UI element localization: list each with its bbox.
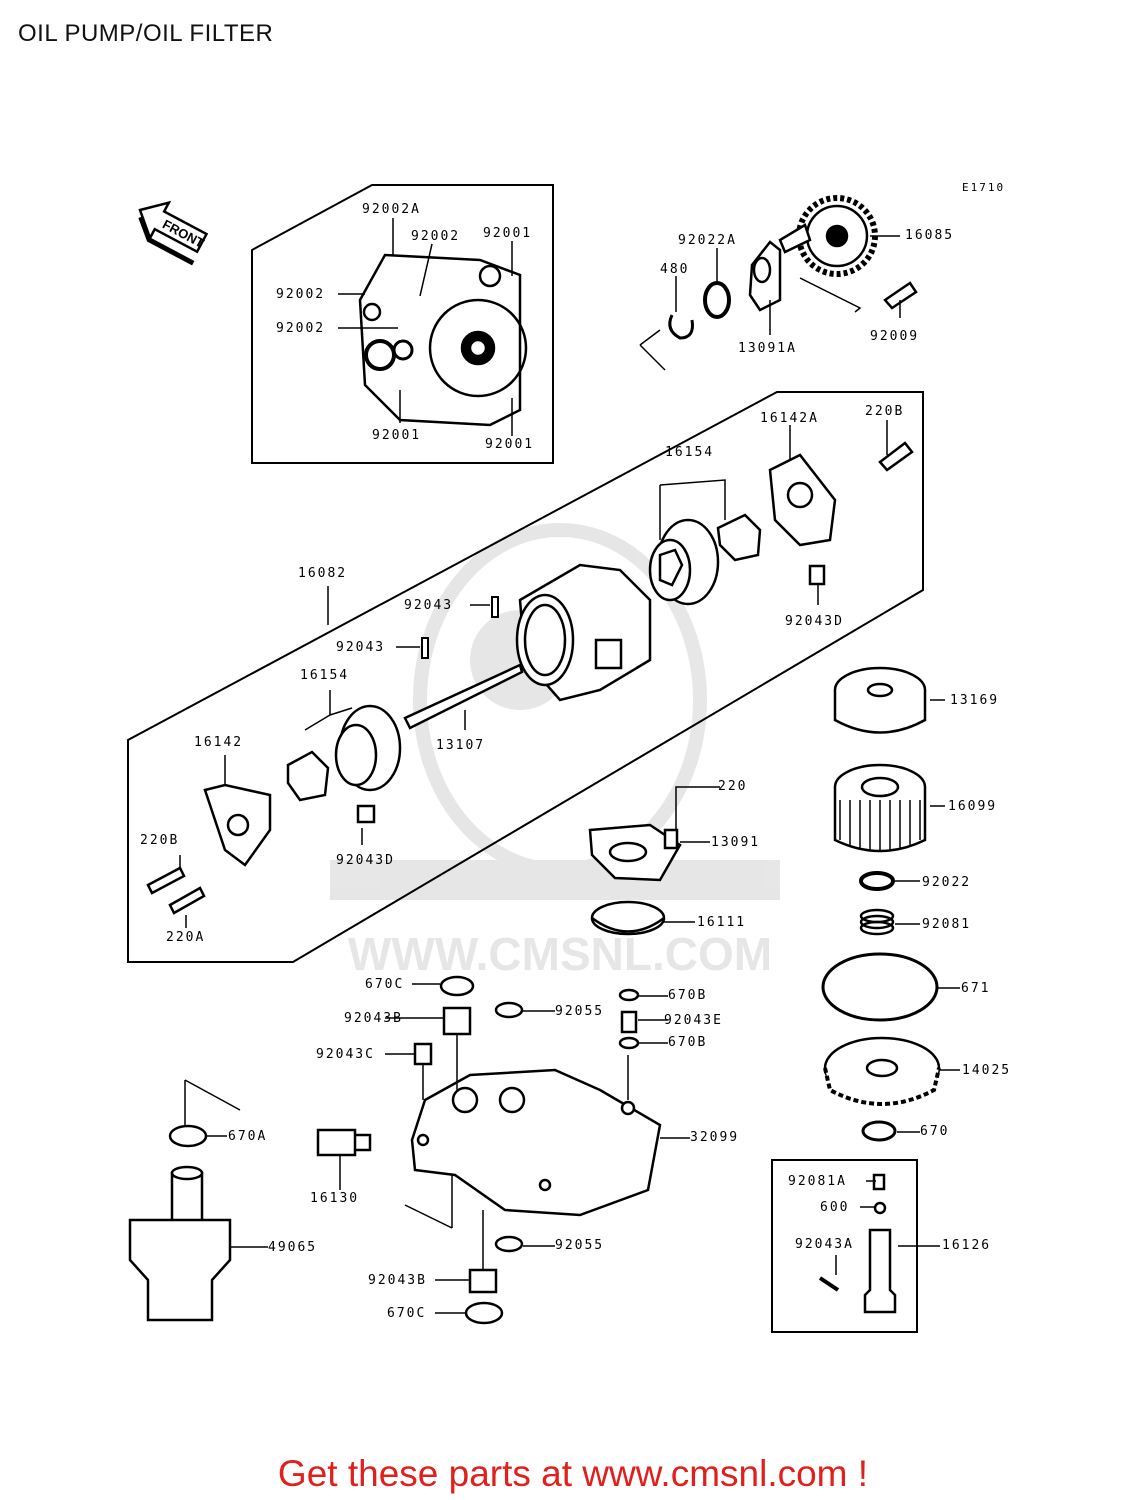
part-label-16085: 16085: [905, 228, 955, 243]
part-label-671: 671: [961, 981, 991, 996]
part-label-16142A: 16142A: [760, 411, 819, 426]
pin-92043D-left-part: [356, 804, 376, 824]
part-label-16142: 16142: [194, 735, 244, 750]
part-label-13091: 13091: [711, 835, 761, 850]
rotor-inner-part: [716, 513, 762, 562]
part-label-670A: 670A: [228, 1129, 268, 1144]
bolt-220A-part: [168, 886, 206, 915]
part-label-49065: 49065: [268, 1240, 318, 1255]
part-label-92002A: 92002A: [362, 202, 421, 217]
bolt-220-part: [663, 828, 679, 850]
washer-92022A-part: [703, 281, 731, 319]
part-label-92043-b: 92043: [336, 640, 386, 655]
bolt-220B-left-part: [146, 866, 186, 895]
page-title: OIL PUMP/OIL FILTER: [18, 20, 274, 47]
part-label-220A: 220A: [166, 930, 206, 945]
part-label-670C-bottom: 670C: [387, 1306, 427, 1321]
pin-92043-b-part: [421, 637, 429, 659]
part-label-13091A: 13091A: [738, 341, 797, 356]
rotor-outer-left-part: [334, 704, 402, 792]
part-label-480: 480: [660, 262, 690, 277]
shaft-13107-part: [403, 663, 524, 730]
pump-assembly-frame: [127, 391, 924, 963]
part-label-670B-bottom: 670B: [668, 1035, 708, 1050]
part-label-92002-c: 92002: [276, 321, 326, 336]
fitting-16130-part: [316, 1128, 372, 1157]
small-collars: [413, 1001, 638, 1294]
part-label-16154-left: 16154: [300, 668, 350, 683]
o-ring-670-part: [861, 1120, 897, 1142]
pin-92043D-top-part: [808, 564, 826, 586]
rotor-outer-part: [648, 518, 720, 606]
filter-cover-14025-part: [823, 1036, 941, 1106]
gear-shaft-holder-part: [748, 240, 782, 312]
part-label-670: 670: [920, 1124, 950, 1139]
gasket-13091-part: [588, 823, 682, 882]
pin-92043-a-part: [491, 596, 499, 618]
watermark-text: WWW.CMSNL.COM: [348, 928, 772, 980]
circlip-480-part: [668, 314, 694, 340]
part-label-92009: 92009: [870, 329, 920, 344]
part-label-92002-b: 92002: [276, 287, 326, 302]
part-label-16099: 16099: [948, 799, 998, 814]
part-label-92001-b: 92001: [372, 428, 422, 443]
part-label-92022A: 92022A: [678, 233, 737, 248]
part-label-92043D-left: 92043D: [336, 853, 395, 868]
part-label-92081: 92081: [922, 917, 972, 932]
part-label-13169: 13169: [950, 693, 1000, 708]
part-label-92043B-top: 92043B: [344, 1011, 403, 1026]
part-label-92002-a: 92002: [411, 229, 461, 244]
part-label-600: 600: [820, 1200, 850, 1215]
cover-inset-frame: [251, 184, 554, 464]
pump-body-part: [515, 563, 652, 702]
washer-92022-part: [859, 871, 895, 891]
spring-92081-part: [859, 908, 895, 936]
rotor-inner-left-part: [286, 750, 330, 802]
part-label-92043D-top: 92043D: [785, 614, 844, 629]
part-label-16130: 16130: [310, 1191, 360, 1206]
part-label-92043B-bottom: 92043B: [368, 1273, 427, 1288]
filter-cap-13169-part: [833, 666, 927, 734]
part-label-16111: 16111: [697, 915, 747, 930]
part-label-220B-left: 220B: [140, 833, 180, 848]
part-label-92022: 92022: [922, 875, 972, 890]
part-label-220: 220: [718, 779, 748, 794]
oil-pan-32099-part: [410, 1068, 662, 1217]
diagram-code: E1710: [962, 181, 1006, 194]
part-label-32099: 32099: [690, 1130, 740, 1145]
screw-92009-part: [883, 281, 918, 310]
part-label-92001-a: 92001: [483, 226, 533, 241]
leader-lines: [179, 218, 960, 1314]
o-ring-671-part: [821, 952, 939, 1022]
part-label-670C-top: 670C: [365, 977, 405, 992]
part-label-92043-a: 92043: [404, 598, 454, 613]
part-label-92055-top: 92055: [555, 1004, 605, 1019]
part-label-92055-bottom: 92055: [555, 1238, 605, 1253]
part-label-14025: 14025: [962, 1063, 1012, 1078]
oil-pump-gear-part: [778, 195, 878, 277]
part-label-16154-top: 16154: [665, 445, 715, 460]
pump-cover-16142A-part: [768, 453, 837, 547]
part-label-92043C: 92043C: [316, 1047, 375, 1062]
footer-promo-link[interactable]: Get these parts at www.cmsnl.com !: [277, 1453, 869, 1494]
part-label-13107: 13107: [436, 738, 486, 753]
part-label-92043A: 92043A: [795, 1237, 854, 1252]
part-label-92081A: 92081A: [788, 1174, 847, 1189]
oil-strainer-49065-part: [128, 1165, 232, 1322]
part-label-92001-c: 92001: [485, 437, 535, 452]
strainer-16111-part: [590, 900, 666, 936]
pump-cover-16142-part: [203, 783, 272, 867]
part-label-92043E: 92043E: [664, 1013, 723, 1028]
bolt-220B-top-part: [878, 441, 914, 472]
oil-filter-16099-part: [833, 763, 927, 853]
part-label-16082: 16082: [298, 566, 348, 581]
front-arrow-icon: FRONT: [138, 200, 209, 266]
relief-valve-16126-part: [818, 1173, 897, 1314]
pump-cover-part: [358, 253, 528, 427]
part-label-220B-top: 220B: [865, 404, 905, 419]
part-label-670B-top: 670B: [668, 988, 708, 1003]
part-label-16126: 16126: [942, 1238, 992, 1253]
